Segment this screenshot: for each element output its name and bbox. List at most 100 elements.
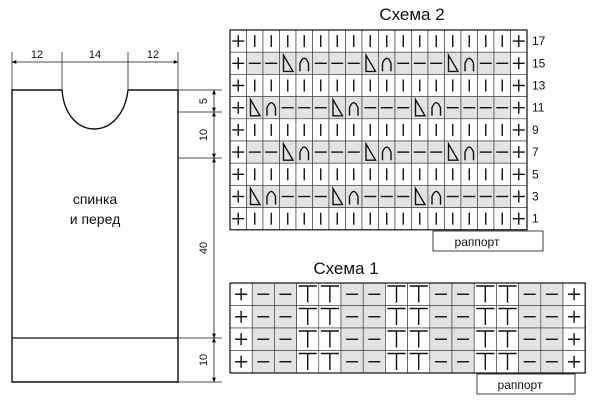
chart-cell <box>427 185 445 208</box>
edge-stitch-symbol <box>235 333 248 346</box>
decrease-symbol <box>249 97 262 117</box>
edge-stitch-symbol <box>232 168 245 181</box>
yarn-over-symbol <box>464 146 475 161</box>
decrease-symbol <box>414 185 427 206</box>
edge-stitch-symbol <box>232 79 245 92</box>
edge-stitch-symbol <box>235 288 248 301</box>
decrease-symbol <box>414 97 427 117</box>
row-number: 11 <box>532 101 545 115</box>
scheme-1-grid <box>229 282 586 374</box>
edge-stitch-symbol <box>512 101 525 114</box>
cable-symbol <box>476 307 495 325</box>
row-number: 9 <box>532 123 539 137</box>
decrease-symbol <box>447 141 460 161</box>
decrease-symbol <box>249 185 262 206</box>
edge-stitch-symbol <box>235 355 248 368</box>
chart-border <box>229 282 586 374</box>
edge-stitch-symbol <box>512 35 525 48</box>
chart-cell <box>345 185 363 208</box>
edge-stitch-symbol <box>512 168 525 181</box>
chart-border <box>229 29 528 231</box>
scheme-1-repeat-box <box>476 373 576 395</box>
edge-stitch-symbol <box>512 212 525 225</box>
cable-symbol <box>476 330 495 348</box>
cable-symbol <box>498 330 517 348</box>
row-number: 15 <box>532 56 546 70</box>
cable-symbol <box>298 307 317 325</box>
edge-stitch-symbol <box>568 355 581 368</box>
scheme-1-title: Схема 1 <box>313 259 378 278</box>
body-label-line2: и перед <box>70 211 121 227</box>
edge-stitch-symbol <box>568 310 581 323</box>
side-dimension-5: 5 <box>198 98 210 104</box>
cable-symbol <box>409 352 428 370</box>
edge-stitch-symbol <box>235 310 248 323</box>
edge-stitch-symbol <box>232 212 245 225</box>
edge-stitch-symbol <box>232 35 245 48</box>
scheme-2-title: Схема 2 <box>379 5 444 24</box>
yarn-over-symbol <box>348 101 359 116</box>
body-label-line1: спинка <box>73 191 118 207</box>
side-dimension-10-bottom: 10 <box>198 354 210 366</box>
cable-symbol <box>320 330 339 348</box>
yarn-over-symbol <box>431 190 442 205</box>
yarn-over-symbol <box>266 101 277 116</box>
decrease-symbol <box>332 97 344 117</box>
yarn-over-symbol <box>431 101 442 116</box>
cable-symbol <box>409 330 428 348</box>
chart-cell <box>378 51 396 75</box>
yarn-over-symbol <box>381 57 392 72</box>
top-dimension-middle: 14 <box>89 49 101 61</box>
row-number: 5 <box>532 167 539 181</box>
decrease-symbol <box>282 52 295 73</box>
chart-cell <box>460 140 478 164</box>
decrease-symbol <box>365 52 377 73</box>
row-number: 7 <box>532 145 539 159</box>
cable-symbol <box>298 352 317 370</box>
scheme-2-repeat-box <box>432 230 544 252</box>
garment-schematic: 12 14 12 спинка и перед 5 10 40 10 <box>11 49 222 383</box>
edge-stitch-symbol <box>512 79 525 92</box>
edge-stitch-symbol <box>512 123 525 136</box>
chart-cell <box>427 96 445 120</box>
chart-cell <box>345 96 363 120</box>
yarn-over-symbol <box>348 190 359 205</box>
cable-symbol <box>409 307 428 325</box>
edge-stitch-symbol <box>512 57 525 70</box>
cable-symbol <box>476 352 495 370</box>
side-dimension-40: 40 <box>198 242 210 254</box>
yarn-over-symbol <box>266 190 277 205</box>
row-number: 17 <box>532 34 546 48</box>
cable-symbol <box>387 285 406 303</box>
scheme-2-grid <box>229 29 528 231</box>
cable-symbol <box>387 330 406 348</box>
yarn-over-symbol <box>464 57 475 72</box>
cable-symbol <box>320 352 339 370</box>
yarn-over-symbol <box>299 146 310 161</box>
body-outline <box>11 89 179 383</box>
cable-symbol <box>320 307 339 325</box>
decrease-symbol <box>282 141 295 161</box>
chart-cell <box>378 140 396 164</box>
decrease-symbol <box>365 141 377 161</box>
edge-stitch-symbol <box>568 288 581 301</box>
cable-symbol <box>298 330 317 348</box>
scheme-1-repeat-label: раппорт <box>498 378 543 392</box>
edge-stitch-symbol <box>568 333 581 346</box>
edge-stitch-symbol <box>232 123 245 136</box>
row-number: 13 <box>532 79 546 93</box>
chart-cell <box>295 51 313 75</box>
edge-stitch-symbol <box>232 101 245 114</box>
cable-symbol <box>498 285 517 303</box>
cable-symbol <box>387 307 406 325</box>
edge-stitch-symbol <box>232 146 245 159</box>
side-dimension-10-top: 10 <box>198 129 210 141</box>
cable-symbol <box>320 285 339 303</box>
scheme-2-repeat-label: раппорт <box>455 235 500 249</box>
edge-stitch-symbol <box>232 57 245 70</box>
chart-cell <box>460 51 478 75</box>
decrease-symbol <box>332 185 344 206</box>
